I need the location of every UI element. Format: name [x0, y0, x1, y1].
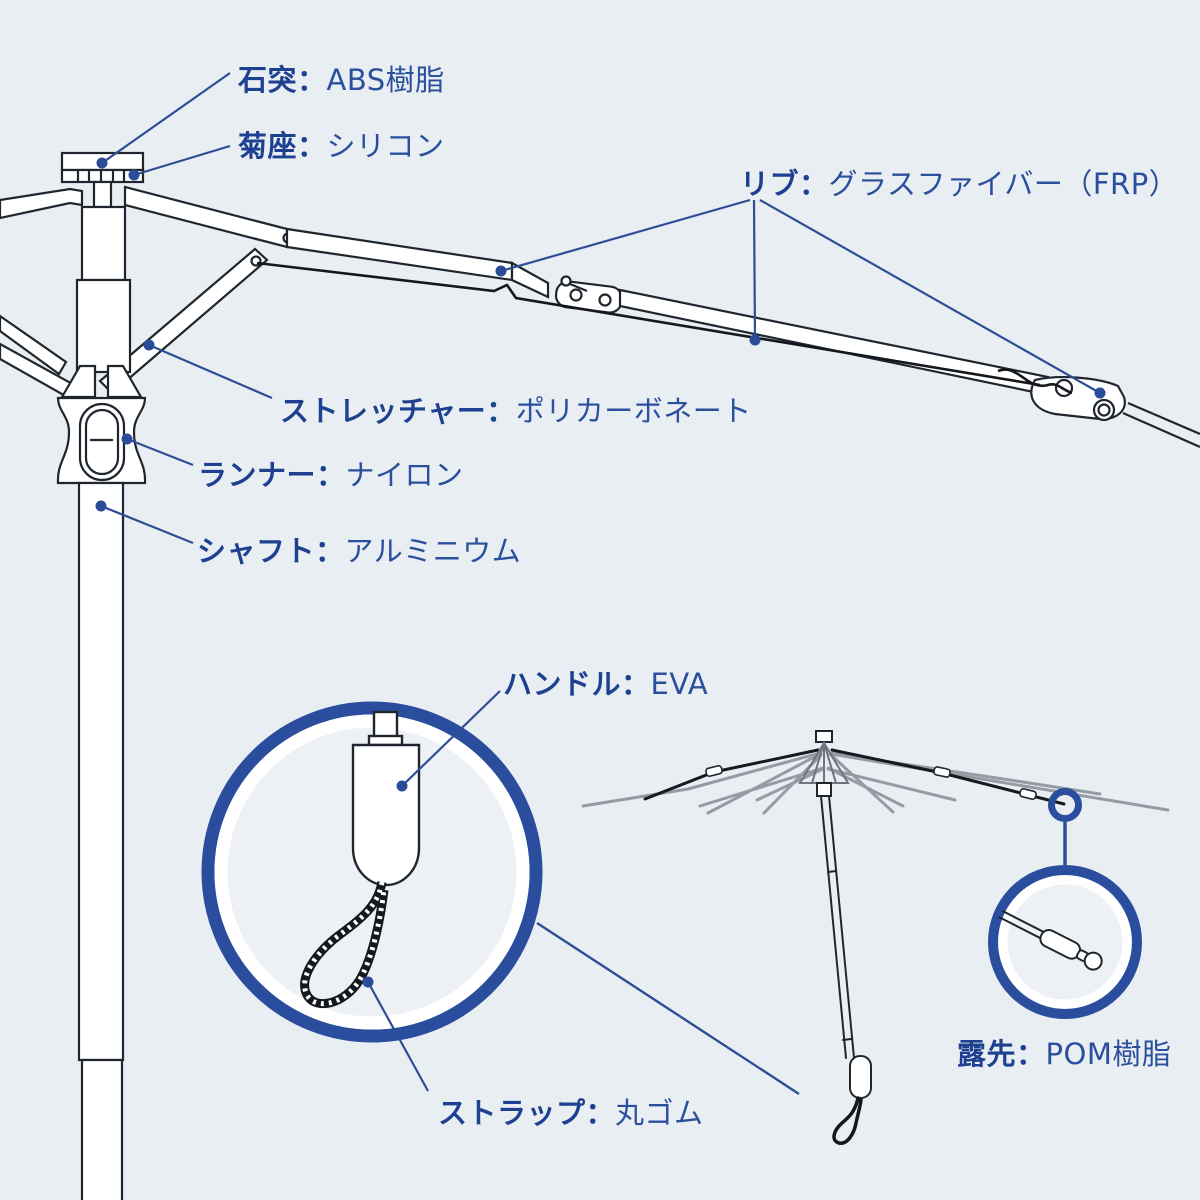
label-handle-material: EVA — [650, 667, 709, 701]
leader-lines — [100, 72, 1101, 1092]
label-kikuza: 菊座：シリコン — [238, 129, 445, 163]
label-strap-name: ストラップ — [438, 1096, 586, 1130]
handle-shaft-stub — [372, 710, 399, 740]
tension-wire — [256, 261, 1073, 395]
lower-shaft — [77, 481, 125, 1200]
label-rib-material: グラスファイバー（FRP） — [828, 167, 1179, 201]
rib-tip-knuckle — [1030, 376, 1126, 422]
label-stretcher: ストレッチャー：ポリカーボネート — [280, 394, 752, 428]
right-rib-segment-2 — [285, 227, 550, 299]
label-ferrule-material: ABS樹脂 — [326, 63, 445, 97]
label-tsuyusaki-material: POM樹脂 — [1045, 1037, 1172, 1071]
label-runner: ランナー：ナイロン — [198, 458, 464, 492]
label-stretcher-material: ポリカーボネート — [515, 394, 752, 428]
label-kikuza-name: 菊座 — [238, 129, 298, 163]
label-rib-name: リブ — [740, 167, 800, 201]
right-rib-tip-segment — [1122, 401, 1200, 449]
umbrella-frame-drawing — [0, 151, 1200, 1200]
right-rib-segment-3 — [618, 288, 1050, 397]
mini-umbrella — [581, 730, 1170, 1145]
mini-shaft — [820, 795, 855, 1059]
label-handle: ハンドル：EVA — [503, 667, 709, 701]
label-handle-name: ハンドル — [503, 667, 622, 701]
label-shaft-material: アルミニウム — [344, 534, 522, 568]
label-strap-material: 丸ゴム — [615, 1096, 704, 1130]
label-tsuyusaki-name: 露先 — [957, 1037, 1017, 1071]
rib-hinge-plate — [554, 275, 624, 314]
tip-detail — [998, 909, 1103, 971]
runner-grip — [56, 396, 147, 485]
kikuza-washer — [76, 171, 126, 181]
connector-lines — [536, 822, 1067, 1096]
label-tsuyusaki: 露先：POM樹脂 — [957, 1037, 1172, 1071]
tip-ring — [1048, 788, 1082, 822]
handle-body — [351, 743, 421, 887]
mini-handle — [832, 1055, 872, 1145]
label-runner-material: ナイロン — [345, 458, 464, 492]
leader-dots — [95, 157, 1106, 988]
hub-neck — [92, 180, 113, 209]
handle-collar — [367, 734, 404, 747]
upper-shaft — [75, 205, 132, 374]
label-rib: リブ：グラスファイバー（FRP） — [740, 167, 1179, 201]
tip-detail-circle — [988, 865, 1142, 1019]
label-shaft: シャフト：アルミニウム — [197, 534, 522, 568]
label-shaft-name: シャフト — [197, 534, 316, 568]
mini-rib-knuckles — [705, 765, 1037, 800]
label-runner-name: ランナー — [198, 458, 317, 492]
strap-rope — [300, 881, 389, 1009]
label-ferrule: 石突：ABS樹脂 — [238, 63, 445, 97]
right-rib-segment-1 — [123, 185, 294, 249]
left-stretcher — [0, 314, 78, 400]
handle-detail-circle — [201, 701, 543, 1043]
label-stretcher-name: ストレッチャー — [280, 394, 487, 428]
label-strap: ストラップ：丸ゴム — [438, 1096, 704, 1130]
label-kikuza-material: シリコン — [326, 129, 445, 163]
left-rib — [0, 187, 84, 220]
label-ferrule-name: 石突 — [238, 63, 298, 97]
mini-hub — [798, 730, 850, 797]
mini-strap-loop — [832, 1096, 863, 1145]
